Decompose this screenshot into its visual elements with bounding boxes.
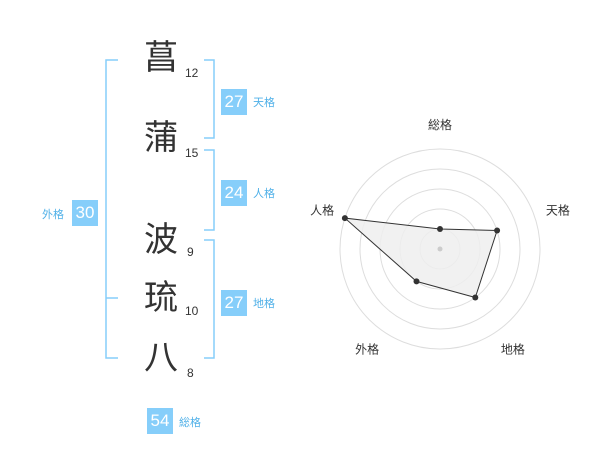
name-char-2: 蒲 (144, 118, 178, 158)
stroke-count-4: 10 (185, 304, 199, 318)
radar-grid-ring-5 (339, 148, 541, 350)
radar-axis-label-2: 天格 (546, 203, 570, 218)
name-char-4: 琉 (144, 278, 178, 318)
name-char-3: 波 (144, 220, 178, 260)
tenkaku-value: 27 (221, 89, 247, 115)
tenkaku-bracket (204, 59, 215, 139)
radar-point-1 (437, 226, 443, 232)
radar-center-point (437, 246, 443, 252)
radar-point-4 (413, 278, 420, 285)
stroke-count-1: 12 (185, 66, 199, 80)
stroke-count-3: 9 (187, 245, 194, 259)
name-char-5: 八 (144, 338, 178, 378)
gaikaku-value: 30 (72, 200, 98, 226)
chikaku-value: 27 (221, 290, 247, 316)
gaikaku-bracket (105, 59, 118, 359)
radar-axis-label-3: 地格 (501, 341, 525, 356)
soukaku-value: 54 (147, 408, 173, 434)
jinkaku-bracket (204, 149, 215, 231)
jinkaku-label: 人格 (253, 187, 275, 200)
stroke-count-5: 8 (187, 366, 194, 380)
radar-axis-label-4: 外格 (355, 341, 379, 356)
tenkaku-label: 天格 (253, 96, 275, 109)
radar-axis-label-1: 総格 (428, 117, 452, 132)
name-char-1: 菖 (144, 38, 178, 78)
chikaku-label: 地格 (253, 297, 275, 310)
radar-point-5 (341, 215, 348, 222)
radar-point-3 (472, 294, 479, 301)
radar-point-2 (494, 227, 501, 234)
stroke-count-2: 15 (185, 146, 199, 160)
jinkaku-value: 24 (221, 180, 247, 206)
radar-data-polygon (343, 217, 498, 299)
soukaku-label: 総格 (179, 416, 201, 429)
radar-grid-ring-4 (359, 168, 521, 330)
radar-axis-label-5: 人格 (310, 203, 334, 218)
gaikaku-label: 外格 (42, 208, 64, 221)
chikaku-bracket (204, 239, 215, 359)
